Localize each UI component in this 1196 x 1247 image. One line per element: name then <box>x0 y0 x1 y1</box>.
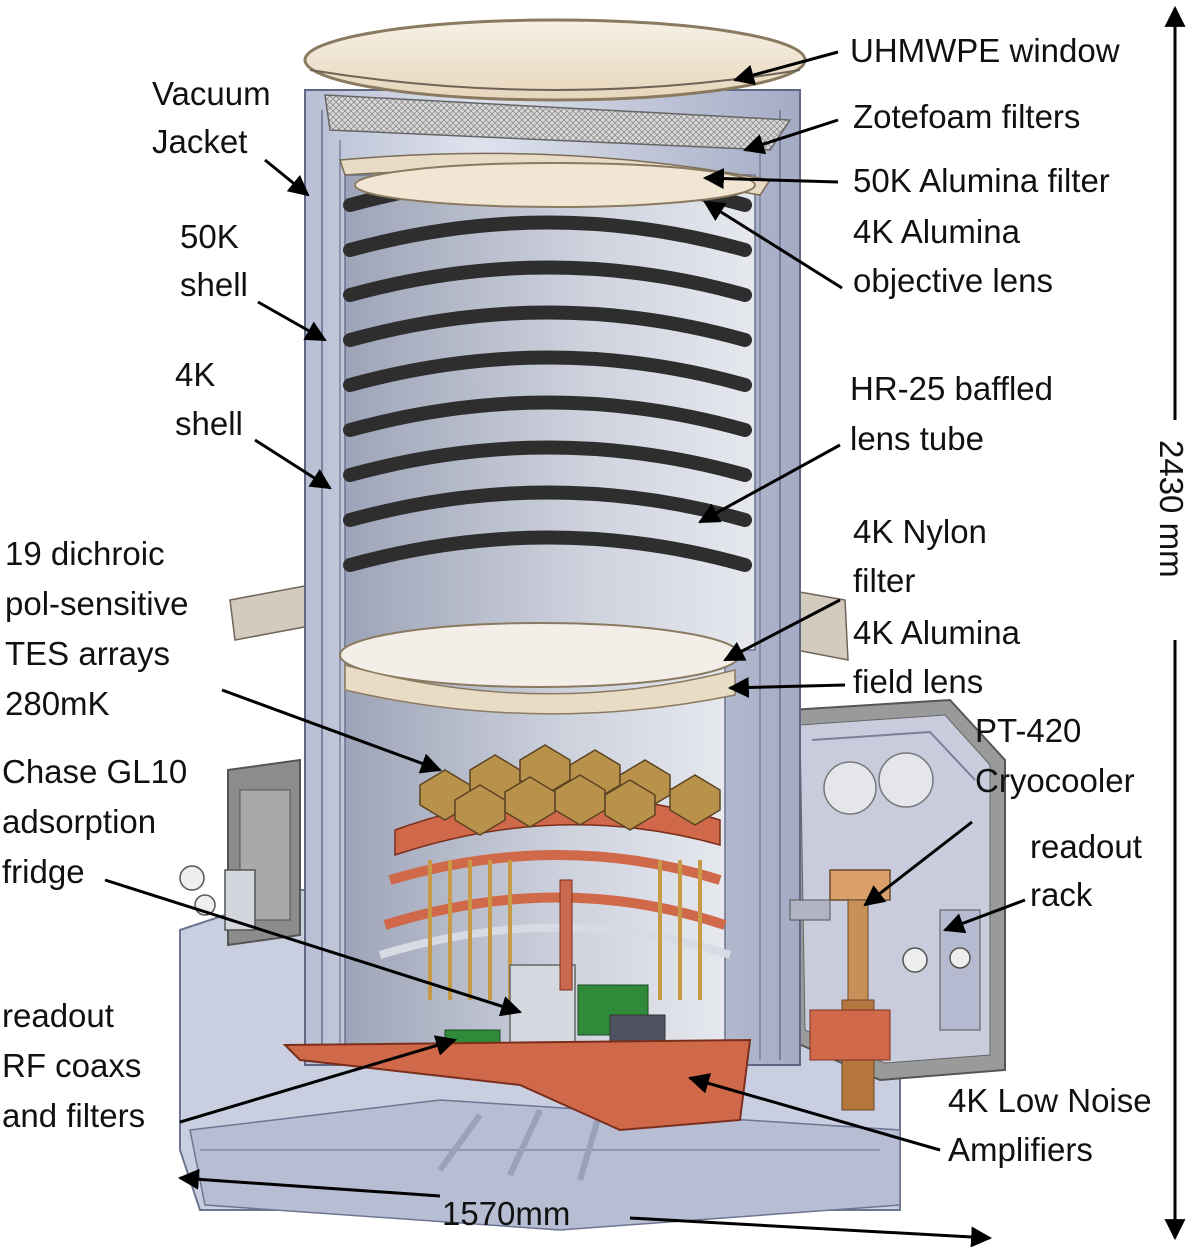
label-cryocooler-2: Cryocooler <box>975 762 1135 799</box>
label-readout-rack-1: readout <box>1030 828 1142 865</box>
label-tes-arrays-4: 280mK <box>5 685 110 722</box>
label-objective-lens-2: objective lens <box>853 262 1053 299</box>
top-optics <box>303 18 807 208</box>
label-vacuum-jacket-1: Vacuum <box>152 75 271 112</box>
label-readout-rack-2: rack <box>1030 876 1093 913</box>
cold-plate <box>282 1038 752 1132</box>
label-tes-arrays-2: pol-sensitive <box>5 585 188 622</box>
label-fridge-3: fridge <box>2 853 85 890</box>
field-optics <box>339 622 741 715</box>
mid-flange-left <box>229 584 316 641</box>
label-nylon-filter-2: filter <box>853 562 915 599</box>
gas-sphere <box>878 752 934 808</box>
nylon-filter-shape <box>339 622 741 688</box>
label-width-dimension: 1570mm <box>442 1195 570 1232</box>
label-rf-coax-3: and filters <box>2 1097 145 1134</box>
label-lna-2: Amplifiers <box>948 1131 1093 1168</box>
cryocooler-shape <box>789 869 891 1111</box>
uhmwpe-window-shape <box>303 18 807 102</box>
label-shell-4k-2: shell <box>175 405 243 442</box>
label-shell-50k-2: shell <box>180 266 248 303</box>
label-height-dimension: 2430 mm <box>1153 440 1190 578</box>
label-field-lens-1: 4K Alumina <box>853 614 1021 651</box>
label-lens-tube-2: lens tube <box>850 420 984 457</box>
zotefoam-shape <box>324 94 792 151</box>
label-alumina-filter: 50K Alumina filter <box>853 162 1110 199</box>
label-rf-coax-1: readout <box>2 997 114 1034</box>
label-cryocooler-1: PT-420 <box>975 712 1081 749</box>
label-lens-tube-1: HR-25 baffled <box>850 370 1053 407</box>
label-rf-coax-2: RF coaxs <box>2 1047 141 1084</box>
label-field-lens-2: field lens <box>853 663 983 700</box>
label-objective-lens-1: 4K Alumina <box>853 213 1021 250</box>
label-fridge-1: Chase GL10 <box>2 753 187 790</box>
label-shell-50k-1: 50K <box>180 218 239 255</box>
objective-lens-shape <box>354 162 756 208</box>
label-fridge-2: adsorption <box>2 803 156 840</box>
labels: UHMWPE window Zotefoam filters 50K Alumi… <box>2 32 1190 1232</box>
leader-lines <box>104 5 1186 1247</box>
label-zotefoam-filters: Zotefoam filters <box>853 98 1080 135</box>
gas-sphere <box>823 761 877 815</box>
label-tes-arrays-1: 19 dichroic <box>5 535 165 572</box>
label-nylon-filter-1: 4K Nylon <box>853 513 987 550</box>
valve-right <box>902 947 971 973</box>
base-floor <box>189 1099 901 1231</box>
label-vacuum-jacket-2: Jacket <box>152 123 247 160</box>
label-tes-arrays-3: TES arrays <box>5 635 170 672</box>
label-shell-4k-1: 4K <box>175 356 215 393</box>
label-lna-1: 4K Low Noise <box>948 1082 1152 1119</box>
label-uhmwpe-window: UHMWPE window <box>850 32 1120 69</box>
